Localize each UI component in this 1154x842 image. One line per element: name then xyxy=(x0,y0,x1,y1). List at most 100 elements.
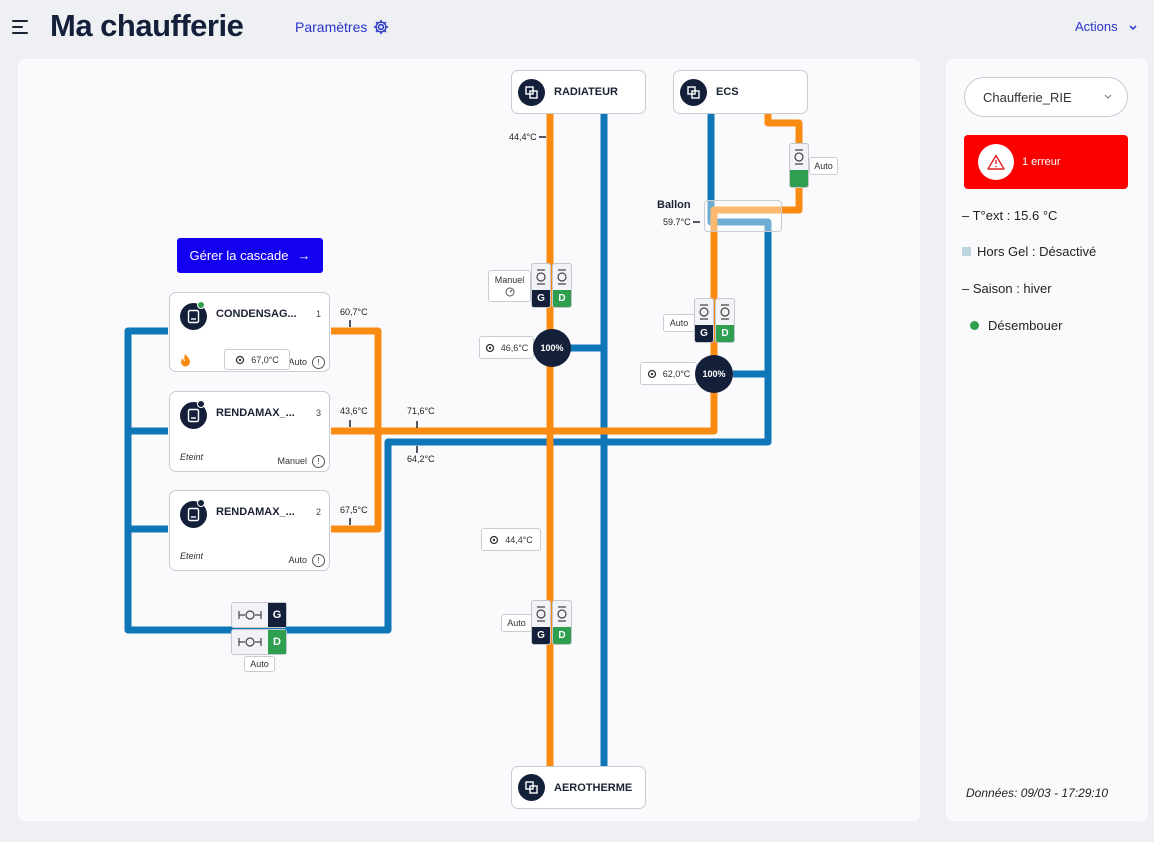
chevron-down-icon xyxy=(1129,25,1137,31)
page-title: Ma chaufferie xyxy=(50,8,244,43)
frost-protection: Hors Gel : Désactivé xyxy=(962,244,1096,259)
boiler-1-setpoint[interactable]: 67,0°C xyxy=(224,349,290,370)
collector-valve-d[interactable]: D xyxy=(231,629,287,655)
status-dot xyxy=(197,499,205,507)
setpoint-value: 44,4°C xyxy=(505,534,533,545)
ecs2-pump-mode[interactable]: Auto xyxy=(663,314,695,332)
boiler-state: Eteint xyxy=(180,551,204,561)
pump-status xyxy=(790,169,808,187)
circuit-aerotherme[interactable]: AEROTHERME xyxy=(511,766,646,809)
mode-label: Manuel xyxy=(494,275,525,285)
pump-tag: D xyxy=(716,324,734,342)
circuit-icon xyxy=(680,78,707,106)
aero-pump-d[interactable]: D xyxy=(552,600,572,645)
season-text: – Saison : hiver xyxy=(962,281,1052,296)
boiler-mode: Manuel xyxy=(277,456,307,466)
ecs-pump-mode[interactable]: Auto xyxy=(809,157,838,175)
boiler-number: 3 xyxy=(315,408,321,418)
gauge-icon xyxy=(505,287,514,297)
temp-header-supply: 71,6°C xyxy=(407,406,435,416)
pump-tag: D xyxy=(553,289,571,307)
aero-setpoint[interactable]: 44,4°C xyxy=(481,528,541,551)
outdoor-temp: – T°ext : 15.6 °C xyxy=(962,208,1057,223)
boiler-info-icon[interactable]: ! xyxy=(312,356,325,369)
temp-boiler-2-out: 67,5°C xyxy=(340,505,368,515)
select-value: Chaufferie_RIE xyxy=(983,89,1072,105)
boiler-2[interactable]: RENDAMAX_... 2 Eteint Auto ! xyxy=(169,490,330,571)
setpoint-value: 67,0°C xyxy=(251,354,279,365)
setpoint-value: 46,6°C xyxy=(500,342,529,353)
ecs-setpoint[interactable]: 62,0°C xyxy=(640,362,697,385)
boiler-info-icon[interactable]: ! xyxy=(312,455,325,468)
ballon-label: Ballon xyxy=(657,199,691,211)
boiler-name: RENDAMAX_... xyxy=(216,407,295,419)
circuit-label: ECS xyxy=(716,86,739,98)
boiler-mode: Auto xyxy=(288,357,307,367)
boiler-number: 1 xyxy=(315,309,321,319)
pump-icon xyxy=(719,299,731,325)
circuit-label: RADIATEUR xyxy=(554,86,618,98)
circuit-ecs[interactable]: ECS xyxy=(673,70,808,114)
status-dot-icon xyxy=(970,321,979,330)
pump-icon xyxy=(698,299,710,325)
circuit-radiateur[interactable]: RADIATEUR xyxy=(511,70,646,114)
boiler-name: CONDENSAG... xyxy=(216,308,297,320)
frost-protection-text: Hors Gel : Désactivé xyxy=(977,244,1097,259)
setpoint-value: 62,0°C xyxy=(662,368,691,379)
temp-boiler-1-out: 60,7°C xyxy=(340,307,368,317)
temp-radiateur-return: 44,4°C xyxy=(509,132,537,142)
data-timestamp: Données: 09/03 - 17:29:10 xyxy=(966,786,1109,800)
radiateur-pump-mode[interactable]: Manuel xyxy=(488,270,531,302)
error-banner[interactable]: 1 erreur xyxy=(964,135,1128,189)
gear-icon xyxy=(374,19,389,35)
radiateur-pump-g[interactable]: G xyxy=(531,263,551,308)
boiler-info-icon[interactable]: ! xyxy=(312,554,325,567)
actions-menu[interactable]: Actions xyxy=(1075,19,1138,35)
temp-boiler-3-out: 43,6°C xyxy=(340,406,368,416)
ecs-mixing-valve[interactable]: 100% xyxy=(695,355,733,393)
collector-valve-g[interactable]: G xyxy=(231,602,287,628)
boiler-state: Eteint xyxy=(180,452,204,462)
valve-icon xyxy=(232,630,268,654)
ecs2-pump-d[interactable]: D xyxy=(715,298,735,343)
pump-icon xyxy=(556,264,568,290)
parametres-link[interactable]: Paramètres xyxy=(295,19,389,35)
radiateur-pump-d[interactable]: D xyxy=(552,263,572,308)
desemboueur-text: Désembouer xyxy=(988,318,1063,333)
ecs-pump[interactable] xyxy=(789,143,809,188)
season: – Saison : hiver xyxy=(962,281,1052,296)
boiler-3[interactable]: RENDAMAX_... 3 Eteint Manuel ! xyxy=(169,391,330,472)
pump-icon xyxy=(793,144,805,170)
radiateur-mixing-valve[interactable]: 100% xyxy=(533,329,571,367)
warning-icon xyxy=(978,144,1014,180)
valve-tag: G xyxy=(268,603,286,627)
parametres-label: Paramètres xyxy=(295,19,368,35)
chevron-down-icon xyxy=(1104,94,1112,99)
target-icon xyxy=(485,343,494,352)
radiateur-setpoint[interactable]: 46,6°C xyxy=(479,336,534,359)
manage-cascade-button[interactable]: Gérer la cascade → xyxy=(177,238,323,273)
circuit-label: AEROTHERME xyxy=(554,781,633,794)
target-icon xyxy=(236,355,245,364)
menu-icon[interactable] xyxy=(12,20,28,34)
target-icon xyxy=(490,535,499,544)
status-dot xyxy=(197,400,205,408)
ballon-temp: 59.7°C xyxy=(663,217,691,227)
pump-icon xyxy=(535,264,547,290)
chaufferie-select[interactable]: Chaufferie_RIE xyxy=(964,77,1128,117)
actions-label: Actions xyxy=(1075,19,1118,34)
pump-icon xyxy=(556,601,568,627)
pump-tag: G xyxy=(532,289,550,307)
flame-icon xyxy=(181,354,190,367)
ecs2-pump-g[interactable]: G xyxy=(694,298,714,343)
aero-pump-mode[interactable]: Auto xyxy=(501,614,532,632)
aero-pump-g[interactable]: G xyxy=(531,600,551,645)
boiler-number: 2 xyxy=(315,507,321,517)
pump-icon xyxy=(535,601,547,627)
valve-mode[interactable]: Auto xyxy=(244,656,275,672)
ballon-tank[interactable] xyxy=(704,200,782,232)
target-icon xyxy=(647,369,656,378)
outdoor-temp-text: – T°ext : 15.6 °C xyxy=(962,208,1058,223)
pump-tag: G xyxy=(532,626,550,644)
status-dot xyxy=(197,301,205,309)
